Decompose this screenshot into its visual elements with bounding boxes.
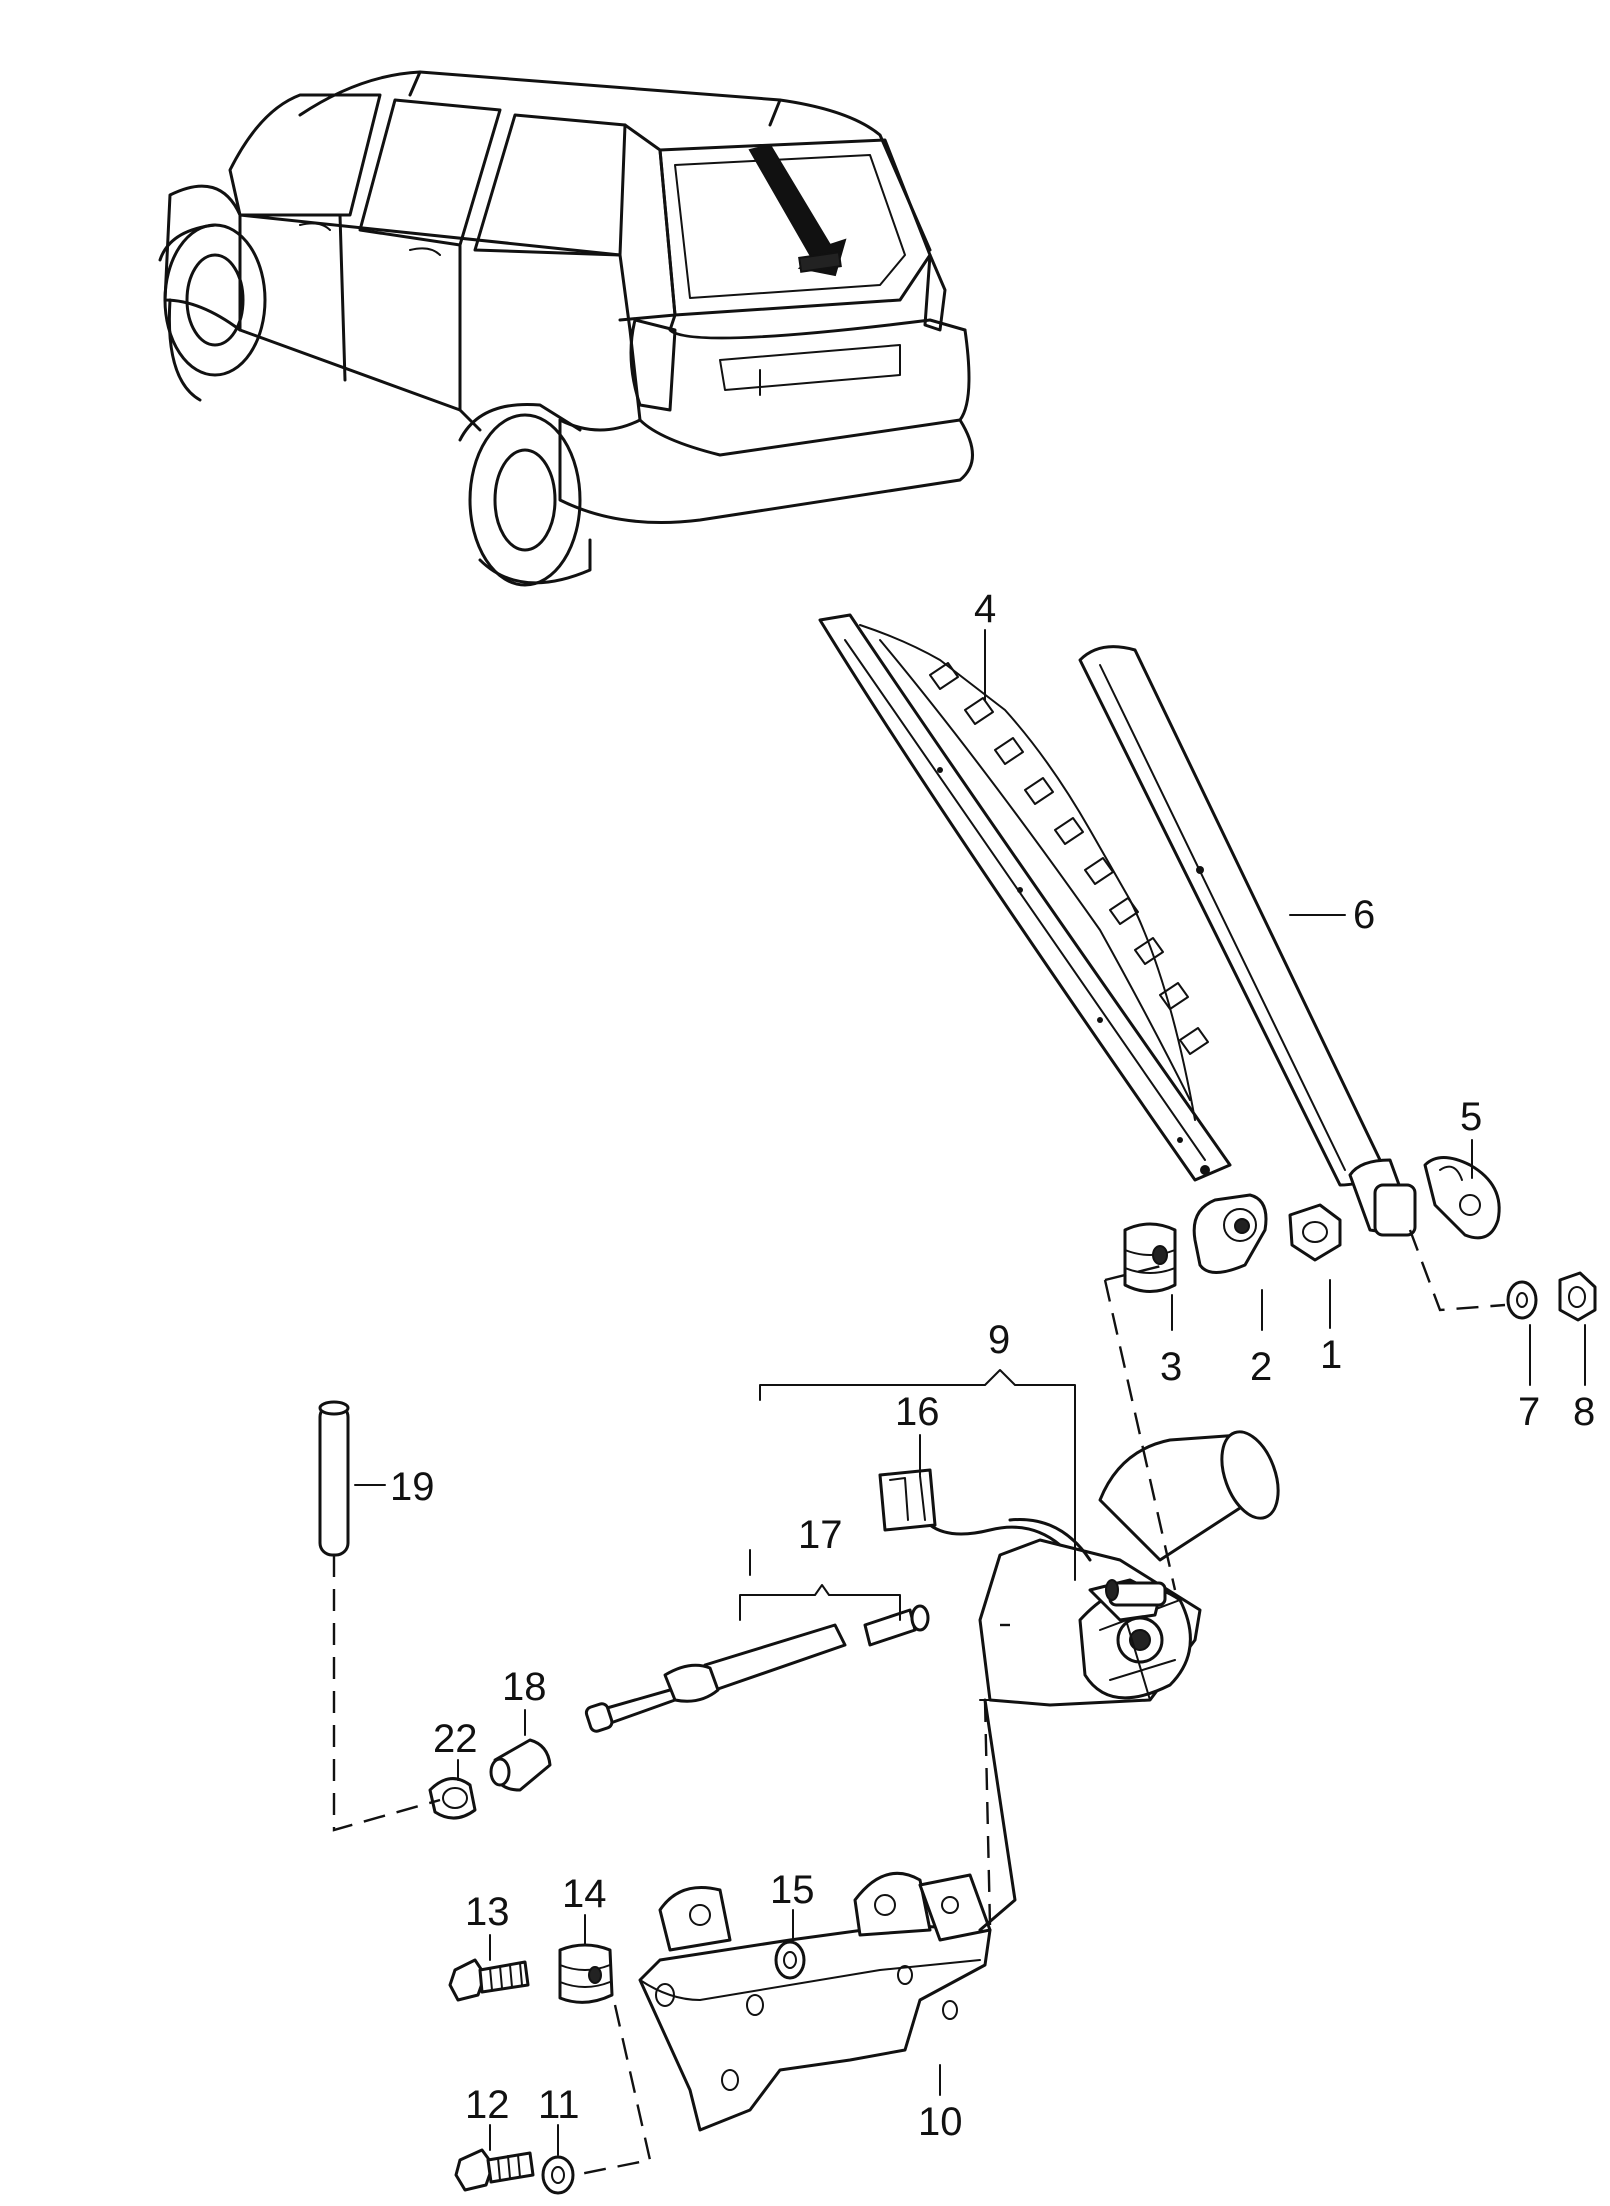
callout-15: 15 — [770, 1868, 815, 1912]
hose-18 — [489, 1738, 552, 1792]
callout-labels: 4 6 5 1 2 3 7 8 9 16 17 19 18 22 13 14 1… — [390, 587, 1595, 2144]
wiper-arm — [1078, 645, 1417, 1237]
washer-11 — [541, 2155, 575, 2195]
washer-nozzle-17 — [584, 1604, 930, 1733]
callout-9: 9 — [988, 1318, 1010, 1362]
callout-8: 8 — [1573, 1390, 1595, 1434]
callout-18: 18 — [502, 1665, 547, 1709]
callout-22: 22 — [433, 1717, 478, 1761]
callout-12: 12 — [465, 2083, 510, 2127]
callout-5: 5 — [1460, 1095, 1482, 1139]
callout-2: 2 — [1250, 1345, 1272, 1389]
washer-7 — [1506, 1280, 1538, 1320]
callout-10: 10 — [918, 2100, 963, 2144]
cover-cap — [1423, 1156, 1501, 1240]
callout-11: 11 — [538, 2083, 580, 2127]
callout-17: 17 — [798, 1513, 843, 1557]
vehicle-illustration — [158, 70, 974, 587]
callout-13: 13 — [465, 1890, 510, 1934]
rod-19 — [318, 1400, 350, 1557]
mounting-bracket-10 — [638, 1871, 992, 2132]
callout-3: 3 — [1160, 1345, 1182, 1389]
callout-19: 19 — [390, 1465, 435, 1509]
grommet-14 — [558, 1943, 614, 2004]
callout-7: 7 — [1518, 1390, 1540, 1434]
bolt-13 — [448, 1958, 530, 2002]
clip-22 — [428, 1777, 477, 1820]
callout-4: 4 — [974, 587, 996, 631]
callout-1: 1 — [1320, 1333, 1342, 1377]
wiper-blade — [818, 613, 1232, 1182]
callout-6: 6 — [1353, 893, 1375, 937]
bolt-12 — [454, 2148, 535, 2192]
callout-14: 14 — [562, 1872, 607, 1916]
callout-16: 16 — [895, 1390, 940, 1434]
nut-1 — [1288, 1203, 1342, 1262]
assembly-lines — [332, 1229, 1506, 2177]
leader-lines — [354, 629, 1586, 2156]
seal-2 — [1192, 1193, 1268, 1274]
grommet-3 — [1123, 1222, 1177, 1293]
washer-15 — [774, 1940, 806, 1980]
nut-8 — [1558, 1271, 1597, 1322]
wiper-motor-assembly — [878, 1430, 1280, 1707]
